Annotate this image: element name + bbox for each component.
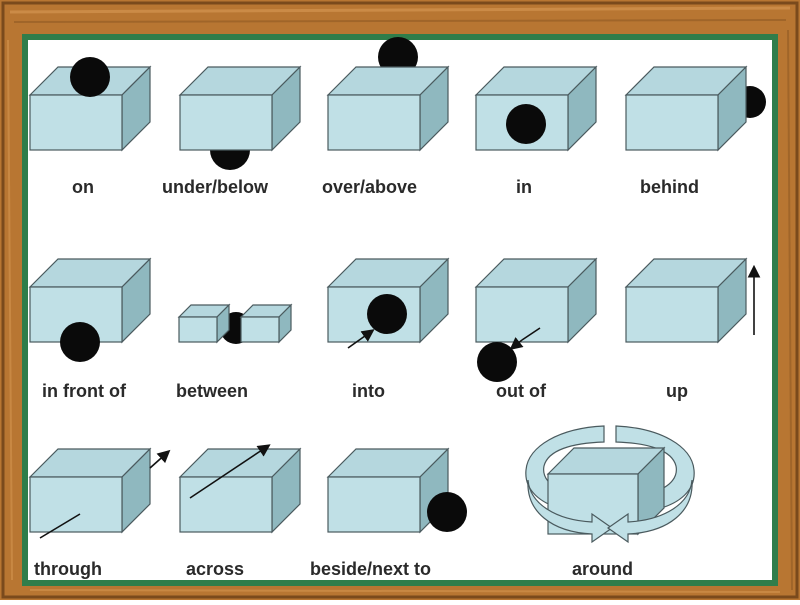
ball <box>60 322 100 362</box>
label-around: around <box>572 559 633 579</box>
item-between: between <box>176 303 293 401</box>
label-into: into <box>352 381 385 401</box>
label-behind: behind <box>640 177 699 197</box>
ball <box>477 342 517 382</box>
arrow-line <box>39 513 81 539</box>
item-through: through <box>28 447 171 579</box>
label-under: under/below <box>162 177 269 197</box>
ball <box>367 294 407 334</box>
cube-front <box>29 94 123 151</box>
arrow <box>509 337 524 350</box>
arrow <box>347 329 375 349</box>
cube-front <box>240 316 280 343</box>
cube-front <box>625 286 719 343</box>
label-in: in <box>516 177 532 197</box>
label-across: across <box>186 559 244 579</box>
label-over: over/above <box>322 177 417 197</box>
item-around: around <box>525 425 695 579</box>
label-on: on <box>72 177 94 197</box>
cube-front <box>327 476 421 533</box>
item-outof: out of <box>474 257 598 401</box>
arrow <box>149 449 171 469</box>
cube-front <box>625 94 719 151</box>
item-beside: beside/next to <box>310 447 467 579</box>
item-up: up <box>624 257 761 401</box>
item-into: into <box>326 257 450 401</box>
label-infront: in front of <box>42 381 127 401</box>
item-infront: in front of <box>28 257 152 401</box>
cube-front <box>29 476 123 533</box>
cube-front <box>178 316 218 343</box>
label-between: between <box>176 381 248 401</box>
item-in: in <box>474 65 598 197</box>
label-outof: out of <box>496 381 547 401</box>
ball <box>427 492 467 532</box>
around-arrow-left-bottom <box>527 479 614 544</box>
cube-front <box>327 94 421 151</box>
label-through: through <box>34 559 102 579</box>
arrow <box>189 444 271 499</box>
around-arrow-right-bottom <box>606 479 693 544</box>
cube-front <box>179 94 273 151</box>
item-over: over/above <box>322 37 450 197</box>
cube-front <box>179 476 273 533</box>
ball <box>506 104 546 144</box>
ball <box>70 57 110 97</box>
label-beside: beside/next to <box>310 559 431 579</box>
item-under: under/below <box>162 65 302 197</box>
item-behind: behind <box>624 65 766 197</box>
item-across: across <box>178 444 302 579</box>
label-up: up <box>666 381 688 401</box>
cube-front <box>475 286 569 343</box>
arrow-line <box>521 327 541 341</box>
item-on: on <box>28 57 152 197</box>
